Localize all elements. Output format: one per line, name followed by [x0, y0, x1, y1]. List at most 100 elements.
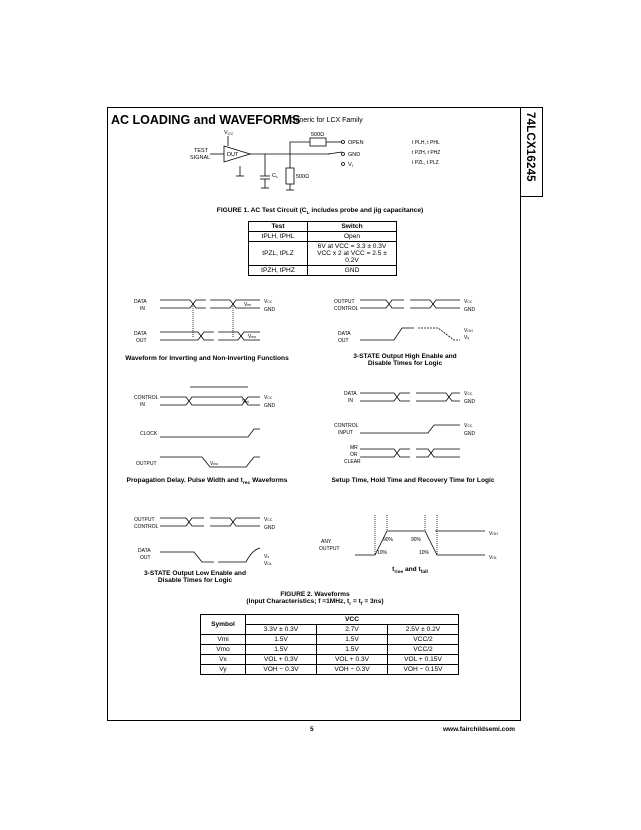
vcc-label: VCC — [224, 130, 234, 136]
svg-text:Vmo: Vmo — [248, 334, 256, 340]
figure2-caption: FIGURE 2. Waveforms (Input Characteristi… — [246, 591, 384, 607]
svg-text:DATA: DATA — [134, 331, 147, 337]
svg-text:GND: GND — [464, 431, 476, 437]
svg-text:CONTROL: CONTROL — [334, 306, 359, 312]
waveform-3state-high: OUTPUT CONTROL DATA OUT VCC GND VOH Vy — [334, 299, 476, 344]
svg-text:OR: OR — [350, 452, 358, 458]
svg-text:OUT: OUT — [338, 338, 349, 344]
svg-text:GND: GND — [264, 403, 276, 409]
switch-table-test: tPLH, tPHL — [248, 231, 308, 242]
svg-text:OUTPUT: OUTPUT — [334, 299, 355, 305]
svg-text:10%: 10% — [419, 550, 430, 556]
symbol-table: Symbol VCC 3.3V ± 0.3V 2.7V 2.5V ± 0.2V … — [200, 614, 459, 675]
dut-label: DUT — [227, 152, 239, 158]
svg-text:OUT: OUT — [136, 338, 147, 344]
waveform-rise-fall: ANY OUTPUT 90% 90% 10% 10% VOH VOL — [319, 515, 498, 561]
svg-text:VCC: VCC — [264, 517, 273, 523]
ac-test-circuit: VCC TEST SIGNAL DUT CL 500Ω 500Ω OPEN GN… — [190, 130, 440, 191]
test-signal-label-2: SIGNAL — [190, 155, 210, 161]
switch-key-3: t PZL, t PLZ — [412, 160, 439, 166]
svg-text:VOH: VOH — [489, 531, 498, 537]
footer-url[interactable]: www.fairchildsemi.com — [443, 726, 516, 733]
vcc-header: VCC — [245, 614, 459, 625]
svg-text:OUTPUT: OUTPUT — [136, 461, 157, 467]
svg-text:DATA: DATA — [138, 548, 151, 554]
gnd-label: GND — [348, 152, 360, 158]
symbol-header: Symbol — [200, 614, 246, 635]
svg-text:10%: 10% — [377, 550, 388, 556]
svg-text:CLEAR: CLEAR — [344, 459, 361, 465]
svg-text:Vmi: Vmi — [244, 302, 251, 308]
waveform-setup-hold: DATA IN CONTROL INPUT MR OR CLEAR VCC GN… — [334, 391, 476, 465]
figure1-caption: FIGURE 1. AC Test Circuit (CL includes p… — [216, 207, 424, 216]
svg-text:OUTPUT: OUTPUT — [319, 546, 340, 552]
waveform-propagation: CONTROL IN CLOCK OUTPUT VCC GND Vmi Vmo — [134, 386, 276, 468]
switch-table-test: tPZH, tPHZ — [248, 265, 308, 276]
svg-text:VCC: VCC — [464, 299, 473, 305]
svg-text:ANY: ANY — [321, 539, 332, 545]
r2-label: 500Ω — [296, 174, 309, 180]
svg-text:CLOCK: CLOCK — [140, 431, 158, 437]
part-number: 74LCX16245 — [524, 112, 536, 182]
svg-text:90%: 90% — [383, 537, 394, 543]
svg-text:GND: GND — [264, 525, 276, 531]
col-header: 2.5V ± 0.2V — [387, 624, 459, 635]
waveform6-caption: trise and tfall — [392, 566, 428, 575]
switch-table-header-test: Test — [248, 221, 308, 232]
svg-text:Vx: Vx — [264, 554, 269, 560]
svg-text:IN: IN — [140, 402, 145, 408]
waveform1-caption: Waveform for Inverting and Non-Inverting… — [125, 355, 289, 362]
test-signal-label: TEST — [194, 148, 209, 154]
cl-label: CL — [272, 173, 279, 179]
page-frame — [107, 107, 521, 721]
svg-text:MR: MR — [350, 445, 358, 451]
switch-table-header-switch: Switch — [307, 221, 397, 232]
switch-table-switch: GND — [307, 265, 397, 276]
waveform-3state-low: OUTPUT CONTROL DATA OUT VCC GND Vx VOL — [134, 517, 276, 567]
col-header: 3.3V ± 0.3V — [245, 624, 317, 635]
section-title: AC LOADING and WAVEFORMS — [111, 113, 301, 127]
svg-text:OUTPUT: OUTPUT — [134, 517, 155, 523]
svg-text:DATA: DATA — [134, 299, 147, 305]
svg-text:DATA: DATA — [338, 331, 351, 337]
svg-text:Vmi: Vmi — [242, 399, 249, 405]
section-subtitle: Generic for LCX Family — [290, 117, 363, 124]
svg-text:VOH: VOH — [464, 328, 473, 334]
svg-text:Vmo: Vmo — [210, 461, 218, 467]
svg-text:OUT: OUT — [140, 555, 151, 561]
svg-text:Vy: Vy — [464, 335, 469, 341]
svg-text:CONTROL: CONTROL — [134, 524, 159, 530]
svg-text:VCC: VCC — [264, 395, 273, 401]
part-number-tab — [521, 107, 543, 197]
svg-text:VOL: VOL — [264, 561, 272, 567]
switch-table-switch: Open — [307, 231, 397, 242]
svg-text:CONTROL: CONTROL — [334, 423, 359, 429]
svg-text:VCC: VCC — [464, 391, 473, 397]
svg-text:INPUT: INPUT — [338, 430, 353, 436]
r1-label: 500Ω — [311, 132, 324, 138]
svg-text:VOL: VOL — [489, 555, 497, 561]
switch-key-2: t PZH, t PHZ — [412, 150, 440, 156]
svg-text:GND: GND — [264, 307, 276, 313]
waveform-inverting: DATA IN DATA OUT VCC GND Vmi Vmo — [134, 299, 276, 344]
svg-text:DATA: DATA — [344, 391, 357, 397]
svg-text:VCC: VCC — [264, 299, 273, 305]
vi-label: VI — [348, 162, 353, 168]
page-number: 5 — [310, 726, 314, 733]
svg-text:IN: IN — [348, 398, 353, 404]
svg-text:90%: 90% — [411, 537, 422, 543]
waveform3-caption: Propagation Delay. Pulse Width and trec … — [126, 477, 288, 486]
svg-text:GND: GND — [464, 399, 476, 405]
waveform4-caption: Setup Time, Hold Time and Recovery Time … — [331, 477, 495, 484]
open-label: OPEN — [348, 140, 364, 146]
svg-text:VCC: VCC — [464, 423, 473, 429]
switch-key-1: t PLH, t PHL — [412, 140, 440, 146]
